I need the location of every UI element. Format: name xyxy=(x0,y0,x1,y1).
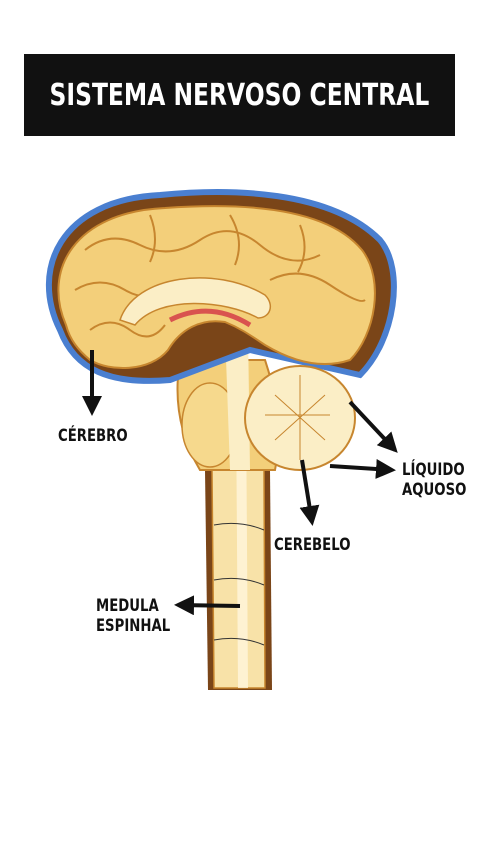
brain-diagram xyxy=(45,189,398,690)
spinal-cord xyxy=(205,400,272,690)
title-banner: SISTEMA NERVOSO CENTRAL xyxy=(24,54,455,136)
brainstem xyxy=(176,330,280,471)
cerebellum xyxy=(244,365,356,471)
label-cerebro: CÉREBRO xyxy=(58,426,128,446)
label-medula-espinhal: MEDULA ESPINHAL xyxy=(96,596,171,636)
arrow-left-icon xyxy=(174,595,241,616)
label-liquido-aquoso: LÍQUIDO AQUOSO xyxy=(402,460,467,500)
arrow-right-icon xyxy=(348,400,398,453)
label-arrows xyxy=(82,350,398,616)
page-title: SISTEMA NERVOSO CENTRAL xyxy=(49,77,430,113)
label-cerebelo: CEREBELO xyxy=(274,535,351,555)
cerebrum xyxy=(57,205,376,369)
arrow-down-icon xyxy=(299,459,320,526)
arrow-right-icon xyxy=(329,458,396,479)
